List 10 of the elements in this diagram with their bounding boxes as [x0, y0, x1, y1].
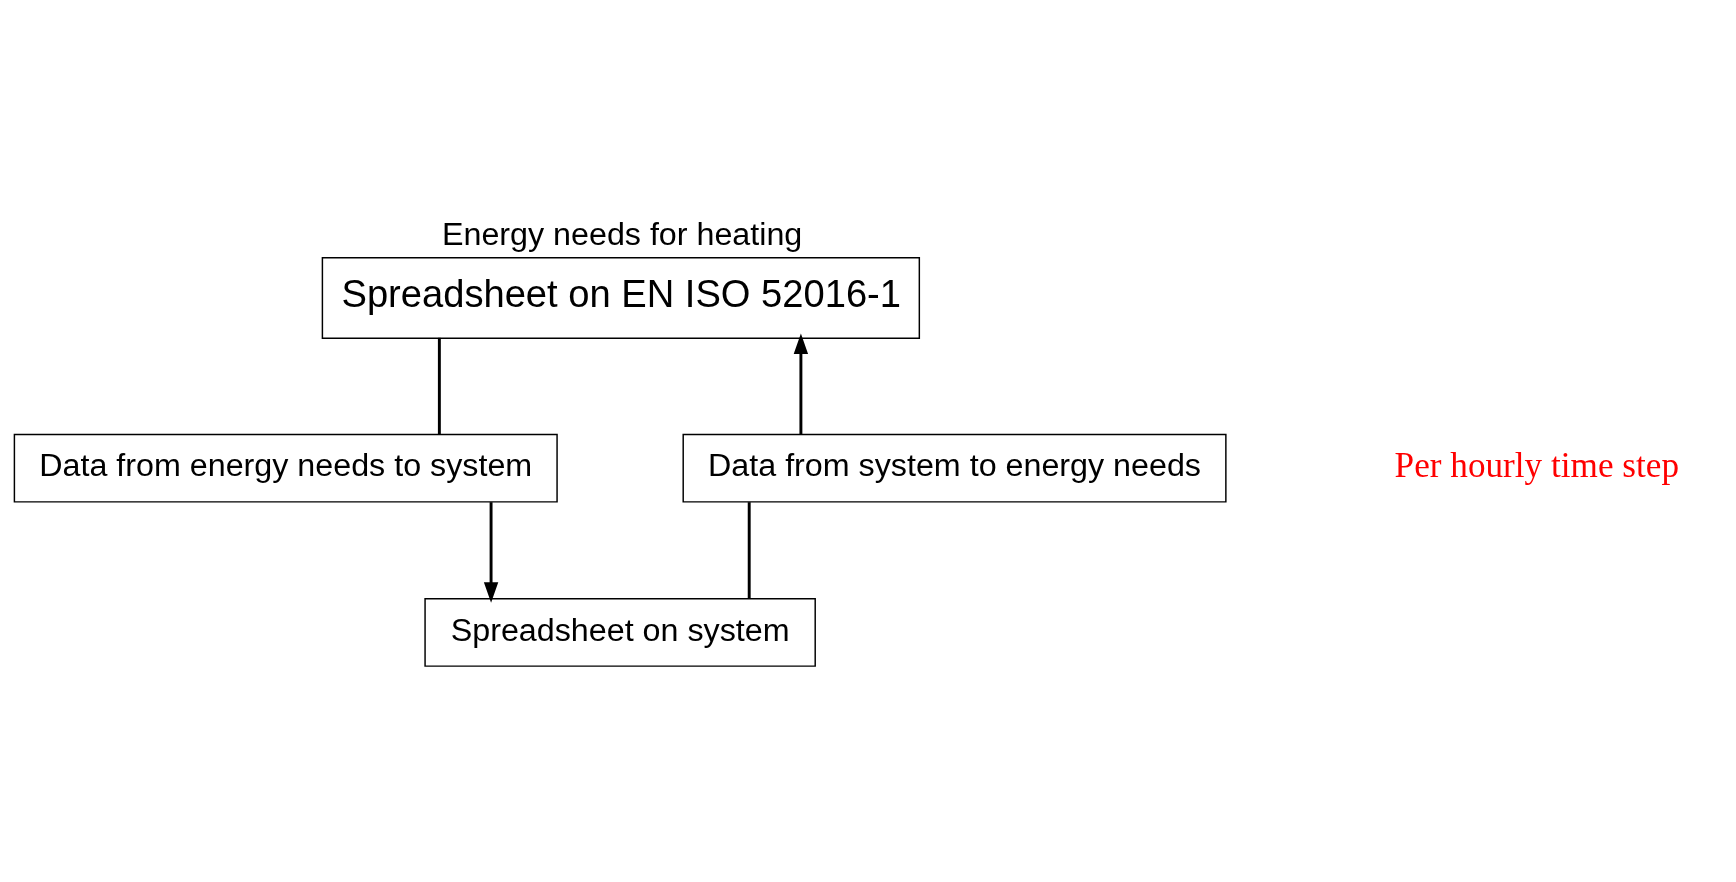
connector [747, 502, 751, 599]
arrow [483, 502, 499, 603]
node-box: Spreadsheet on EN ISO 52016-1 [321, 256, 921, 340]
node-box: Spreadsheet on system [424, 597, 816, 667]
label: Per hourly time step [1394, 446, 1679, 486]
connector [437, 337, 441, 435]
node-label: Energy needs for heating [441, 216, 803, 253]
node-box: Data from system to energy needs [682, 433, 1227, 503]
arrow [793, 333, 809, 435]
node-box: Data from energy needs to system [13, 433, 558, 503]
